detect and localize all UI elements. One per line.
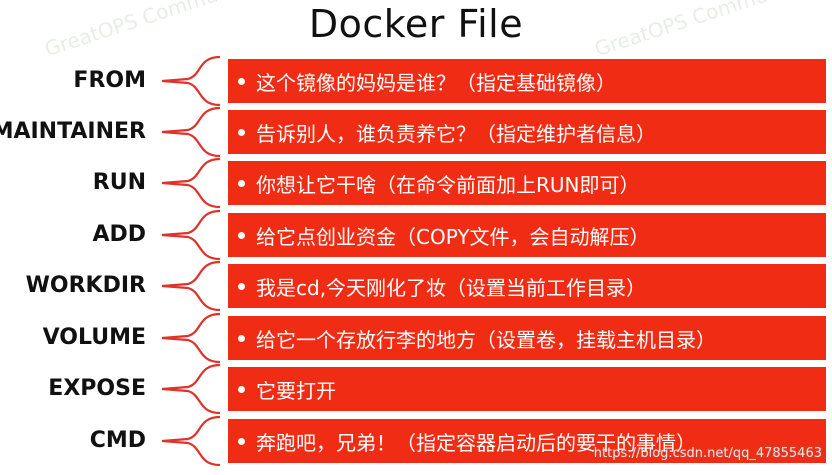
brace-icon (161, 260, 221, 312)
brace-icon (161, 55, 221, 107)
instruction-label: RUN (92, 170, 146, 195)
instruction-label: FROM (73, 68, 146, 93)
description-text: 你想让它干啥（在命令前面加上RUN即可） (256, 172, 640, 197)
brace-icon (161, 157, 221, 209)
brace-icon (161, 106, 221, 158)
instruction-label: MAINTAINER (0, 119, 146, 144)
page-title: Docker File (308, 2, 524, 46)
row-volume: VOLUME 给它一个存放行李的地方（设置卷，挂载主机目录） (0, 312, 832, 364)
brace-icon (161, 209, 221, 261)
instruction-label: ADD (92, 222, 146, 247)
row-from: FROM 这个镜像的妈妈是谁？（指定基础镜像） (0, 55, 832, 107)
description-bar: 我是cd,今天刚化了妆（设置当前工作目录） (228, 264, 826, 308)
row-add: ADD 给它点创业资金（COPY文件，会自动解压） (0, 209, 832, 261)
description-bar: 奔跑吧，兄弟！（指定容器启动后的要干的事情） (228, 419, 826, 463)
description-text: 我是cd,今天刚化了妆（设置当前工作目录） (256, 275, 647, 300)
row-run: RUN 你想让它干啥（在命令前面加上RUN即可） (0, 157, 832, 209)
row-cmd: CMD 奔跑吧，兄弟！（指定容器启动后的要干的事情） (0, 415, 832, 467)
brace-icon (161, 312, 221, 364)
description-bar: 这个镜像的妈妈是谁？（指定基础镜像） (228, 59, 826, 103)
description-text: 它要打开 (256, 378, 336, 403)
description-bar: 给它一个存放行李的地方（设置卷，挂载主机目录） (228, 316, 826, 360)
description-bar: 你想让它干啥（在命令前面加上RUN即可） (228, 161, 826, 205)
row-workdir: WORKDIR 我是cd,今天刚化了妆（设置当前工作目录） (0, 260, 832, 312)
brace-icon (161, 415, 221, 467)
brace-icon (161, 363, 221, 415)
instruction-label: WORKDIR (25, 273, 146, 298)
instruction-label: VOLUME (42, 325, 146, 350)
instruction-label: CMD (89, 428, 146, 453)
instruction-label: EXPOSE (48, 376, 146, 401)
description-text: 给它点创业资金（COPY文件，会自动解压） (256, 224, 650, 249)
watermark-credit: https://blog.csdn.net/qq_47855463 (593, 446, 822, 461)
description-text: 给它一个存放行李的地方（设置卷，挂载主机目录） (256, 327, 716, 352)
row-maintainer: MAINTAINER 告诉别人，谁负责养它？（指定维护者信息） (0, 106, 832, 158)
description-bar: 它要打开 (228, 367, 826, 411)
row-expose: EXPOSE 它要打开 (0, 363, 832, 415)
description-text: 这个镜像的妈妈是谁？（指定基础镜像） (256, 70, 616, 95)
description-text: 告诉别人，谁负责养它？（指定维护者信息） (256, 121, 656, 146)
description-text: 奔跑吧，兄弟！（指定容器启动后的要干的事情） (256, 430, 696, 455)
description-bar: 给它点创业资金（COPY文件，会自动解压） (228, 213, 826, 257)
description-bar: 告诉别人，谁负责养它？（指定维护者信息） (228, 110, 826, 154)
